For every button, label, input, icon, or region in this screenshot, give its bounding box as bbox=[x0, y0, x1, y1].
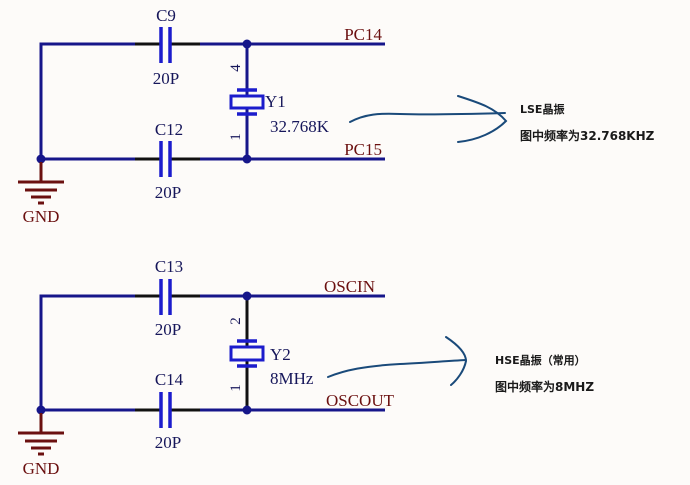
junction-dot bbox=[242, 291, 252, 301]
c9-value: 20P bbox=[153, 69, 179, 88]
hse-note-frequency: 图中频率为8MHZ bbox=[495, 380, 595, 394]
junction-dot bbox=[242, 405, 252, 415]
lse-note: LSE晶振 图中频率为32.768KHZ bbox=[520, 101, 654, 144]
c12-value: 20P bbox=[155, 183, 181, 202]
wire-top-left bbox=[39, 294, 135, 410]
c9-designator: C9 bbox=[156, 6, 176, 25]
net-label-bottom: PC15 bbox=[344, 140, 382, 159]
capacitor-c14 bbox=[159, 392, 172, 428]
junction-dot bbox=[36, 154, 46, 164]
gnd-label: GND bbox=[23, 459, 60, 478]
annotation-arrow-hse bbox=[327, 336, 468, 386]
y1-pin-top-number: 4 bbox=[228, 64, 244, 72]
capacitor-c12 bbox=[159, 141, 172, 177]
crystal-y1 bbox=[229, 88, 265, 116]
lse-note-frequency: 图中频率为32.768KHZ bbox=[520, 129, 655, 143]
hse-note: HSE晶振（常用） 图中频率为8MHZ bbox=[495, 352, 594, 395]
annotation-arrow-lse bbox=[349, 95, 508, 143]
c14-designator: C14 bbox=[155, 370, 184, 389]
junction-dot bbox=[242, 39, 252, 49]
capacitor-c9 bbox=[159, 27, 172, 63]
c13-value: 20P bbox=[155, 320, 181, 339]
y2-value: 8MHz bbox=[270, 369, 314, 388]
crystal-y2 bbox=[229, 339, 265, 368]
gnd-label: GND bbox=[23, 207, 60, 226]
c12-designator: C12 bbox=[155, 120, 183, 139]
gnd-symbol bbox=[18, 413, 64, 456]
capacitor-c13 bbox=[159, 279, 172, 315]
c13-designator: C13 bbox=[155, 257, 183, 276]
net-label-top: OSCIN bbox=[324, 277, 375, 296]
net-label-bottom: OSCOUT bbox=[326, 391, 395, 410]
c14-value: 20P bbox=[155, 433, 181, 452]
lse-note-title: LSE晶振 bbox=[520, 103, 565, 116]
y2-pin-bottom-number: 1 bbox=[228, 384, 244, 392]
junction-dot bbox=[242, 154, 252, 164]
y1-pin-bottom-number: 1 bbox=[228, 133, 244, 141]
lse-cap-leads bbox=[135, 42, 200, 161]
gnd-symbol bbox=[18, 162, 64, 205]
y1-designator: Y1 bbox=[265, 92, 286, 111]
lse-circuit: C9 20P C12 20P Y1 32.768K 4 1 PC14 PC15 … bbox=[18, 6, 508, 226]
hse-cap-leads bbox=[135, 294, 200, 412]
y2-designator: Y2 bbox=[270, 345, 291, 364]
net-label-top: PC14 bbox=[344, 25, 382, 44]
junction-dot bbox=[36, 405, 46, 415]
y1-value: 32.768K bbox=[270, 117, 330, 136]
hse-note-title: HSE晶振（常用） bbox=[495, 354, 586, 367]
hse-wires bbox=[39, 294, 385, 412]
lse-wires bbox=[39, 42, 385, 161]
hse-circuit: C13 20P C14 20P Y2 8MHz 2 1 OSCIN OSCOUT… bbox=[18, 257, 468, 478]
y2-pin-top-number: 2 bbox=[228, 317, 244, 325]
wire-top-left bbox=[39, 42, 135, 159]
